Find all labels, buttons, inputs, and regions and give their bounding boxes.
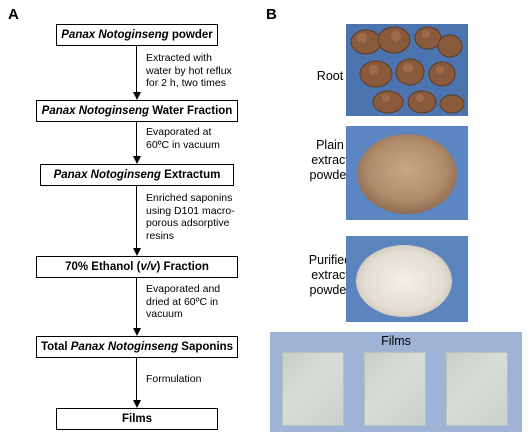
step-line: dried at 60ºC in <box>146 295 219 308</box>
label-line: Purified <box>308 253 352 267</box>
arrowhead <box>133 248 141 256</box>
panel-b-letter: B <box>266 6 277 23</box>
node-label-part: Panax Notoginseng <box>41 105 150 117</box>
film-sample <box>446 352 508 426</box>
connector-line <box>136 358 137 400</box>
step-line: 60ºC in vacuum <box>146 138 220 151</box>
node-label-part: Total <box>40 341 71 353</box>
node-extractum: Panax Notoginseng Extractum <box>40 164 234 186</box>
arrowhead <box>133 400 141 408</box>
step-line: porous adsorptive <box>146 217 230 229</box>
panel-a-letter: A <box>8 6 19 23</box>
node-ethanol-fraction: 70% Ethanol (v/v) Fraction <box>36 256 238 278</box>
step-line: Evaporated at <box>146 126 212 138</box>
step-line: vacuum <box>146 308 183 320</box>
node-label-part: Panax Notoginseng <box>61 29 169 41</box>
step-line: using D101 macro- <box>146 204 235 217</box>
label-line: powder <box>309 283 351 297</box>
step-line: Extracted with <box>146 52 212 64</box>
arrowhead <box>133 156 141 164</box>
node-label-part: powder <box>168 29 213 41</box>
step-line: Enriched saponins <box>146 192 233 204</box>
step-line: Evaporated and <box>146 283 221 295</box>
step-line: Formulation <box>146 373 202 385</box>
node-label-part: Panax Notoginseng <box>70 341 179 353</box>
connector-line <box>136 122 137 156</box>
step-line: for 2 h, two times <box>146 77 226 89</box>
step-line: water by hot reflux <box>146 64 232 77</box>
node-label-part: Water Fraction <box>149 105 233 117</box>
label-line: extract <box>311 153 349 167</box>
film-sample <box>364 352 426 426</box>
connector-line <box>136 186 137 248</box>
node-films: Films <box>56 408 218 430</box>
node-total-saponins: Total Panax Notoginseng Saponins <box>36 336 238 358</box>
purified-extract-photo <box>346 236 468 322</box>
connector-line <box>136 278 137 328</box>
label-line: powder <box>309 168 351 182</box>
step-formulation: Formulation <box>146 373 201 386</box>
node-water-fraction: Panax Notoginseng Water Fraction <box>36 100 238 122</box>
label-line: Plain <box>316 138 344 152</box>
node-label-part: v/v <box>140 261 157 273</box>
root-image <box>346 24 468 116</box>
node-powder: Panax Notoginseng powder <box>56 24 218 46</box>
node-label-part: Saponins <box>178 341 234 353</box>
node-label-part: ) Fraction <box>156 261 209 273</box>
step-line: resins <box>146 229 175 242</box>
film-sample <box>282 352 344 426</box>
plain-powder-image <box>346 126 468 220</box>
plain-extract-photo <box>346 126 468 220</box>
purified-powder-image <box>346 236 468 322</box>
node-label-part: Films <box>121 413 153 425</box>
connector-line <box>136 46 137 92</box>
node-label-part: Panax Notoginseng <box>53 169 161 181</box>
arrowhead <box>133 92 141 100</box>
root-photo <box>346 24 468 116</box>
root-label: Root <box>316 69 344 83</box>
films-photo: Films <box>270 332 522 432</box>
label-line: extract <box>311 268 349 282</box>
node-label-part: Extractum <box>160 169 221 181</box>
films-label: Films <box>381 334 411 348</box>
arrowhead <box>133 328 141 336</box>
node-label-part: 70% Ethanol ( <box>65 261 141 273</box>
